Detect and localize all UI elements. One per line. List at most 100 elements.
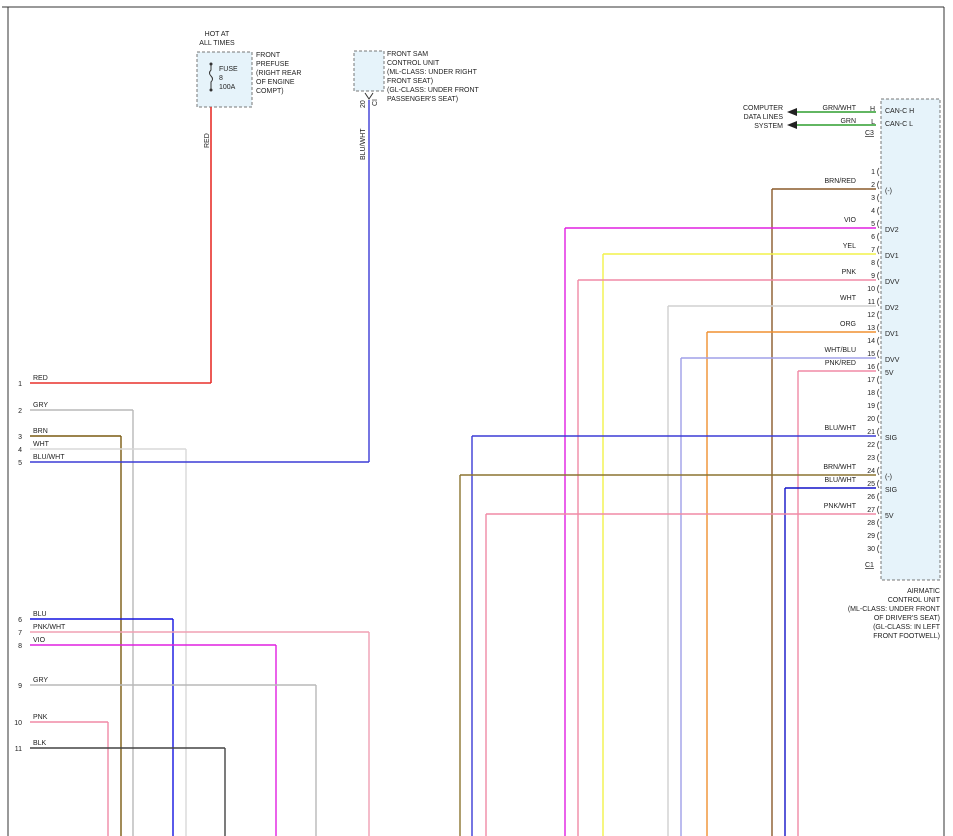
pin-connector-icon — [877, 375, 880, 385]
left-wire-label: GRY — [33, 677, 48, 684]
pin-connector-icon — [877, 258, 880, 268]
airmatic-pin-number: 6 — [871, 234, 875, 241]
airmatic-pin-function: DV2 — [885, 227, 899, 234]
airmatic-label-5: (GL-CLASS: IN LEFT — [873, 624, 941, 631]
airmatic-wire-label: BLU/WHT — [825, 477, 857, 484]
left-wire-label: BRN — [33, 428, 48, 435]
left-wire-label: BLU/WHT — [33, 454, 65, 461]
airmatic-pin-function: SIG — [885, 487, 897, 494]
can-pin-letter: L — [871, 119, 875, 126]
left-wire-label: BLU — [33, 611, 47, 618]
airmatic-wire-label: BLU/WHT — [825, 425, 857, 432]
airmatic-pin-function: SIG — [885, 435, 897, 442]
sam-box — [353, 50, 385, 92]
sam-label-5: (GL-CLASS: UNDER FRONT — [387, 87, 480, 94]
airmatic-wire-label: WHT/BLU — [825, 347, 857, 354]
left-wire-number: 9 — [18, 683, 22, 690]
airmatic-pin-number: 25 — [867, 481, 875, 488]
left-wire-label: PNK/WHT — [33, 624, 66, 631]
sam-label-3: (ML-CLASS: UNDER RIGHT — [387, 69, 478, 76]
airmatic-pin-function: DV2 — [885, 305, 899, 312]
wire-layer: 12(-)BRN/RED345DV2VIO67DV1YEL89DVVPNK101… — [14, 100, 914, 836]
airmatic-wire-label: ORG — [840, 321, 856, 328]
airmatic-pin-number: 27 — [867, 507, 875, 514]
airmatic-pin-number: 14 — [867, 338, 875, 345]
pin-connector-icon — [877, 531, 880, 541]
pin-connector-icon — [877, 297, 880, 307]
airmatic-pin-function: DVV — [885, 357, 900, 364]
left-wire-number: 1 — [18, 381, 22, 388]
airmatic-pin-number: 19 — [867, 403, 875, 410]
fuse-location-4: OF ENGINE — [256, 79, 295, 86]
cdl-label-2: DATA LINES — [744, 114, 784, 121]
arrow-left-icon — [787, 108, 797, 116]
airmatic-pin-number: 10 — [867, 286, 875, 293]
pin-connector-icon — [877, 427, 880, 437]
sam-label-1: FRONT SAM — [387, 51, 428, 58]
fuse-terminal-top-icon — [209, 62, 213, 66]
airmatic-wire-label: PNK — [842, 269, 857, 276]
left-wire-label: RED — [33, 375, 48, 382]
fuse-block: HOT AT ALL TIMES FUSE 8 100A FRONT PREFU… — [196, 31, 301, 148]
sam-pin-arrow-icon — [364, 92, 374, 100]
fuse-symbol-icon — [209, 64, 213, 90]
pin-connector-icon — [877, 479, 880, 489]
left-wire-number: 5 — [18, 460, 22, 467]
pin-connector-icon — [877, 440, 880, 450]
pin-connector-icon — [877, 336, 880, 346]
pin-connector-icon — [877, 245, 880, 255]
pin-connector-icon — [877, 284, 880, 294]
pin-connector-icon — [877, 492, 880, 502]
fuse-label-2: 8 — [219, 75, 223, 82]
left-wire-number: 3 — [18, 434, 22, 441]
airmatic-pin-number: 15 — [867, 351, 875, 358]
airmatic-pin-number: 28 — [867, 520, 875, 527]
pin-connector-icon — [877, 518, 880, 528]
airmatic-wire-label: BRN/RED — [824, 178, 856, 185]
airmatic-label-1: AIRMATIC — [907, 588, 940, 595]
can-pin-letter: H — [870, 106, 875, 113]
airmatic-wire-label: VIO — [844, 217, 857, 224]
fuse-label-3: 100A — [219, 84, 236, 91]
left-wire-number: 10 — [14, 720, 22, 727]
sam-label-4: FRONT SEAT) — [387, 78, 433, 85]
airmatic-pin-function: DV1 — [885, 331, 899, 338]
can-pin-name: CAN-C L — [885, 121, 913, 128]
arrow-left-icon — [787, 121, 797, 129]
airmatic-box — [880, 98, 941, 581]
can-wire-label: GRN/WHT — [823, 105, 857, 112]
airmatic-pin-number: 17 — [867, 377, 875, 384]
airmatic-pin-function: (-) — [885, 188, 892, 195]
pin-connector-icon — [877, 362, 880, 372]
pin-connector-icon — [877, 206, 880, 216]
left-wire-number: 11 — [15, 746, 22, 753]
fuse-location-5: COMPT) — [256, 88, 284, 95]
pin-connector-icon — [877, 414, 880, 424]
left-wire-label: PNK — [33, 714, 48, 721]
airmatic-pin-number: 23 — [867, 455, 875, 462]
pin-connector-icon — [877, 167, 880, 177]
airmatic-pin-number: 1 — [871, 169, 875, 176]
airmatic-label-4: OF DRIVER'S SEAT) — [874, 615, 940, 622]
cdl-label-1: COMPUTER — [743, 105, 783, 112]
airmatic-wire-label: WHT — [840, 295, 857, 302]
airmatic-pin-number: 16 — [867, 364, 875, 371]
airmatic-connector-c1: C1 — [865, 562, 874, 569]
left-wire-number: 7 — [18, 630, 22, 637]
cdl-connector-c3: C3 — [865, 130, 874, 137]
sam-label-6: PASSENGER'S SEAT) — [387, 96, 458, 103]
airmatic-pin-number: 21 — [867, 429, 875, 436]
airmatic-wire-label: PNK/WHT — [824, 503, 857, 510]
left-wire-number: 4 — [18, 447, 22, 454]
can-wire-label: GRN — [840, 118, 856, 125]
airmatic-pin-function: 5V — [885, 513, 894, 520]
airmatic-pin-number: 20 — [867, 416, 875, 423]
airmatic-pin-number: 8 — [871, 260, 875, 267]
left-wire-number: 2 — [18, 408, 22, 415]
sam-label-2: CONTROL UNIT — [387, 60, 440, 67]
fuse-location-2: PREFUSE — [256, 61, 289, 68]
airmatic-pin-function: DV1 — [885, 253, 899, 260]
airmatic-pin-number: 22 — [867, 442, 875, 449]
pin-connector-icon — [877, 453, 880, 463]
